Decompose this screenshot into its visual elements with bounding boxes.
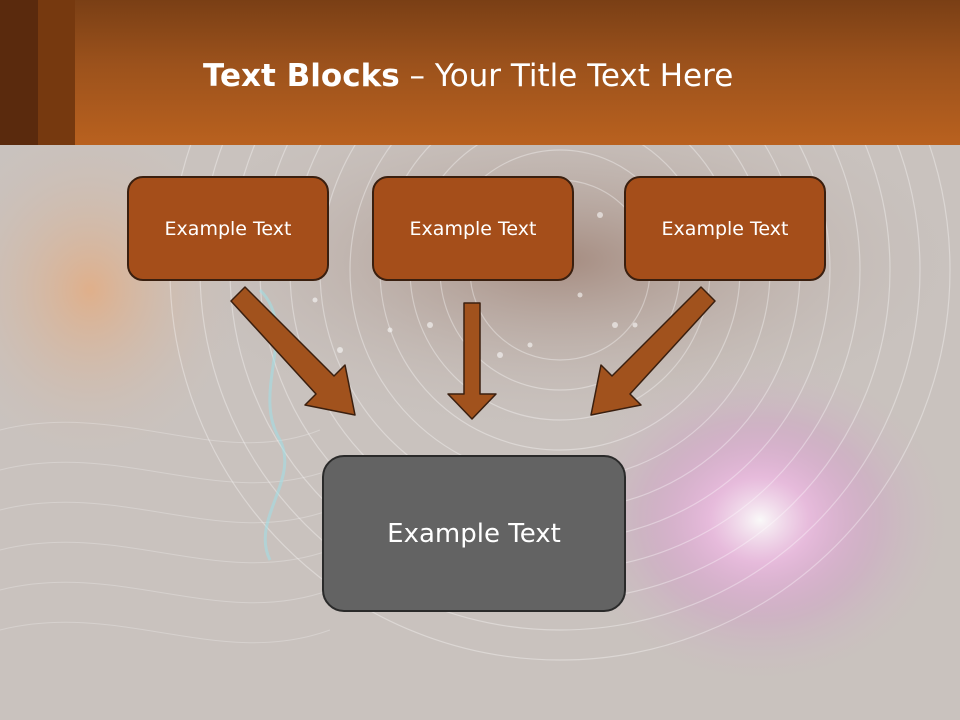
arrow-left-diagonal (230, 286, 356, 416)
text-block-3-label: Example Text (661, 217, 789, 240)
text-block-main-label: Example Text (387, 518, 561, 549)
text-block-1[interactable]: Example Text (127, 176, 329, 281)
title-bar: Text Blocks – Your Title Text Here (0, 0, 960, 145)
text-block-2[interactable]: Example Text (372, 176, 574, 281)
title-bold: Text Blocks (203, 58, 400, 94)
text-block-1-label: Example Text (164, 217, 292, 240)
text-block-3[interactable]: Example Text (624, 176, 826, 281)
title-separator: – (399, 58, 435, 94)
header-stripe-dark (0, 0, 38, 145)
arrow-right-diagonal (590, 286, 716, 416)
text-block-main[interactable]: Example Text (322, 455, 626, 612)
sparkle-dots (312, 212, 638, 358)
title-rest: Your Title Text Here (434, 58, 734, 94)
arrow-center-down (447, 302, 497, 420)
text-block-2-label: Example Text (409, 217, 537, 240)
page-title: Text Blocks – Your Title Text Here (203, 54, 733, 98)
header-stripe-mid (38, 0, 75, 145)
